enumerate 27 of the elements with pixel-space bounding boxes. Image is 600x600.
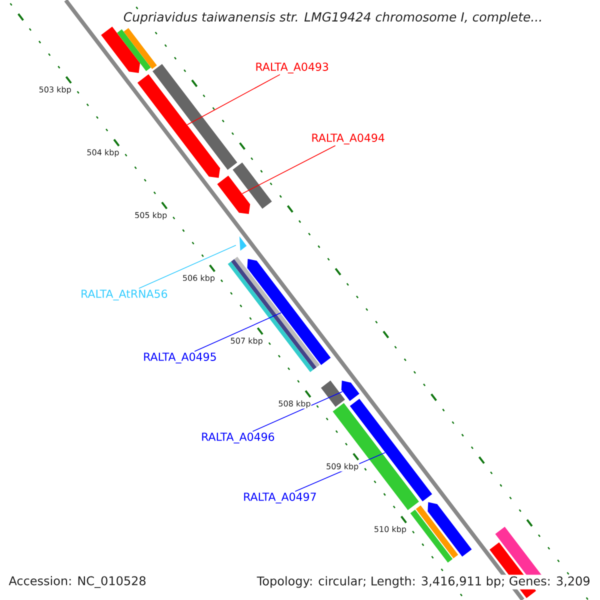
gene-bar xyxy=(247,258,331,366)
scale-label: 507 kbp xyxy=(230,337,264,346)
footer-text: Topology: circular; Length: 3,416,911 bp; Genes: 3,209 xyxy=(255,574,592,590)
gene-bar xyxy=(137,74,220,178)
scale-label: 509 kbp xyxy=(326,462,360,472)
leader-line xyxy=(194,312,282,352)
gene-label: RALTA_A0496 xyxy=(202,432,274,444)
scale-label: 503 kbp xyxy=(38,86,72,95)
gene-bar xyxy=(341,380,360,401)
leader-line xyxy=(242,145,336,194)
gene-label: RALTA_A0495 xyxy=(144,352,216,364)
leader-line xyxy=(138,244,236,289)
gene-label: RALTA_A0493 xyxy=(256,62,328,74)
title: Cupriavidus taiwanensis str. LMG19424 chromosome I, complete... xyxy=(121,10,545,26)
scale-label: 504 kbp xyxy=(86,148,120,158)
scale-label: 508 kbp xyxy=(278,400,312,409)
gene-marker xyxy=(239,236,247,251)
scale-label: 510 kbp xyxy=(373,525,408,534)
gene-bar xyxy=(217,176,250,214)
scale-label: 505 kbp xyxy=(134,211,168,220)
leader-line xyxy=(186,74,280,126)
leader-line xyxy=(252,391,343,432)
gene-label: RALTA_A0497 xyxy=(244,492,316,504)
gene-label: RALTA_AtRNA56 xyxy=(82,290,168,300)
gene-label: RALTA_A0494 xyxy=(312,134,384,144)
footer-text: Accession: NC_010528 xyxy=(7,574,148,590)
scale-label: 506 kbp xyxy=(182,274,216,283)
